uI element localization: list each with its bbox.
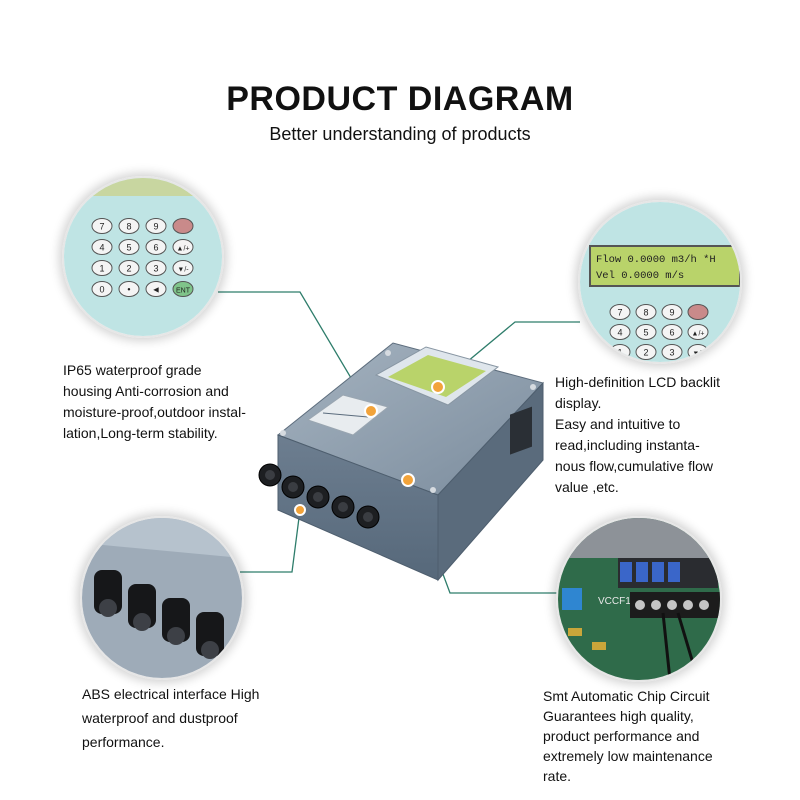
- page-title: PRODUCT DIAGRAM: [226, 80, 574, 118]
- keypad-key-label: 4: [617, 328, 622, 338]
- keypad-key: [118, 281, 140, 297]
- keypad-key: [609, 324, 631, 340]
- marker-lcd: [431, 380, 445, 394]
- callout-lcd: High-definition LCD backlit display. Eas…: [555, 372, 765, 498]
- flowmeter-device: [258, 342, 544, 582]
- keypad-key-label: ◄: [152, 285, 161, 295]
- keypad-key: [145, 281, 167, 297]
- keypad-key: [661, 324, 683, 340]
- keypad-key-label: 2: [643, 348, 648, 358]
- keypad-key-label: ▼/-: [177, 267, 189, 274]
- keypad-key-label: 3: [669, 348, 674, 358]
- keypad-key-label: •: [127, 285, 130, 295]
- lcd-row-vel: Vel 0.0000 m/s: [596, 270, 684, 282]
- keypad-key-label: 4: [99, 243, 104, 253]
- keypad-key: [145, 218, 167, 234]
- callout-housing-line: moisture-proof,outdoor instal-: [63, 404, 246, 420]
- circuit-label: VCCF1: [598, 596, 631, 607]
- keypad-key-label: 7: [617, 308, 622, 318]
- callout-lcd-line: High-definition LCD backlit: [555, 374, 720, 390]
- keypad-key: [91, 239, 113, 255]
- keypad-key: [91, 218, 113, 234]
- keypad-key: [91, 281, 113, 297]
- keypad-key-label: ENT: [176, 288, 191, 295]
- keypad-key: [687, 324, 709, 340]
- keypad-key-label: 8: [643, 308, 648, 318]
- callout-circuit-line: Smt Automatic Chip Circuit: [543, 688, 710, 704]
- keypad-key: [118, 260, 140, 276]
- cable-gland-detail: [82, 518, 242, 678]
- keypad-key: [661, 344, 683, 360]
- keypad-key: [118, 218, 140, 234]
- leader-line-interface: [240, 509, 301, 573]
- lcd-detail: Flow 0.0000 m3/h *H Vel 0.0000 m/s 7 8 9 4 5…: [580, 202, 740, 362]
- keypad-key: [172, 281, 194, 297]
- circuit-detail-circle: VCCF1: [556, 516, 722, 682]
- callout-circuit: Smt Automatic Chip Circuit Guarantees hi…: [543, 686, 763, 786]
- marker-interface: [294, 504, 306, 516]
- callout-interface-line: waterproof and dustproof: [82, 710, 238, 726]
- keypad-key: [145, 239, 167, 255]
- callout-interface: ABS electrical interface High waterproof…: [82, 682, 282, 754]
- keypad-key: [635, 324, 657, 340]
- keypad-key-label: ▲/+: [692, 331, 705, 338]
- keypad-key-label: 5: [643, 328, 648, 338]
- keypad-key-label: 0: [99, 285, 104, 295]
- keypad-key-label: 9: [153, 222, 158, 232]
- marker-housing: [364, 404, 378, 418]
- cable-gland-detail-circle: [80, 516, 244, 680]
- callout-circuit-line: extremely low maintenance: [543, 748, 713, 764]
- keypad-key: [661, 304, 683, 320]
- keypad-key-label: 5: [126, 243, 131, 253]
- keypad-key: [172, 260, 194, 276]
- keypad-key: [118, 239, 140, 255]
- keypad-key-label: 9: [669, 308, 674, 318]
- callout-circuit-line: rate.: [543, 768, 572, 784]
- leader-line-housing: [218, 291, 371, 411]
- keypad-key: [635, 304, 657, 320]
- callout-housing: IP65 waterproof grade housing Anti-corro…: [63, 360, 263, 444]
- keypad-key-label: 8: [126, 222, 131, 232]
- keypad-detail-circle: 7 8 9 4 5 6 ▲/+ 1 2 3 ▼/- 0 • ◄ ENT: [62, 176, 224, 338]
- callout-lcd-line: value ,etc.: [555, 479, 619, 495]
- callout-lcd-line: read,including instanta-: [555, 437, 700, 453]
- keypad-key-label: ▲/+: [177, 246, 190, 253]
- keypad-key-label: 2: [126, 264, 131, 274]
- keypad-key: [91, 260, 113, 276]
- keypad-key-label: 6: [669, 328, 674, 338]
- callout-housing-line: IP65 waterproof grade: [63, 362, 202, 378]
- callout-lcd-line: display.: [555, 395, 602, 411]
- keypad-key: [172, 239, 194, 255]
- keypad-key-label: 6: [153, 243, 158, 253]
- keypad-key-label: 3: [153, 264, 158, 274]
- keypad-key-label: 1: [99, 264, 104, 274]
- page-subtitle: Better understanding of products: [269, 124, 531, 144]
- callout-circuit-line: Guarantees high quality,: [543, 708, 694, 724]
- callout-interface-line: performance.: [82, 734, 165, 750]
- keypad-key-label: 7: [99, 222, 104, 232]
- lcd-row-flow: Flow 0.0000 m3/h *H: [596, 254, 716, 266]
- circuit-board-detail: VCCF1: [558, 518, 720, 680]
- lcd-detail-circle: Flow 0.0000 m3/h *H Vel 0.0000 m/s 7 8 9 4 5…: [578, 200, 742, 364]
- keypad-key: [635, 344, 657, 360]
- callout-lcd-line: nous flow,cumulative flow: [555, 458, 713, 474]
- marker-circuit: [401, 473, 415, 487]
- keypad-key: [145, 260, 167, 276]
- keypad-key: [687, 304, 709, 320]
- callout-lcd-line: Easy and intuitive to: [555, 416, 681, 432]
- callout-interface-line: ABS electrical interface High: [82, 686, 260, 702]
- keypad-detail: 7 8 9 4 5 6 ▲/+ 1 2 3 ▼/- 0 • ◄ ENT: [64, 178, 222, 336]
- callout-housing-line: lation,Long-term stability.: [63, 425, 218, 441]
- callout-circuit-line: product performance and: [543, 728, 700, 744]
- keypad-key: [609, 304, 631, 320]
- keypad-key: [172, 218, 194, 234]
- callout-housing-line: housing Anti-corrosion and: [63, 383, 229, 399]
